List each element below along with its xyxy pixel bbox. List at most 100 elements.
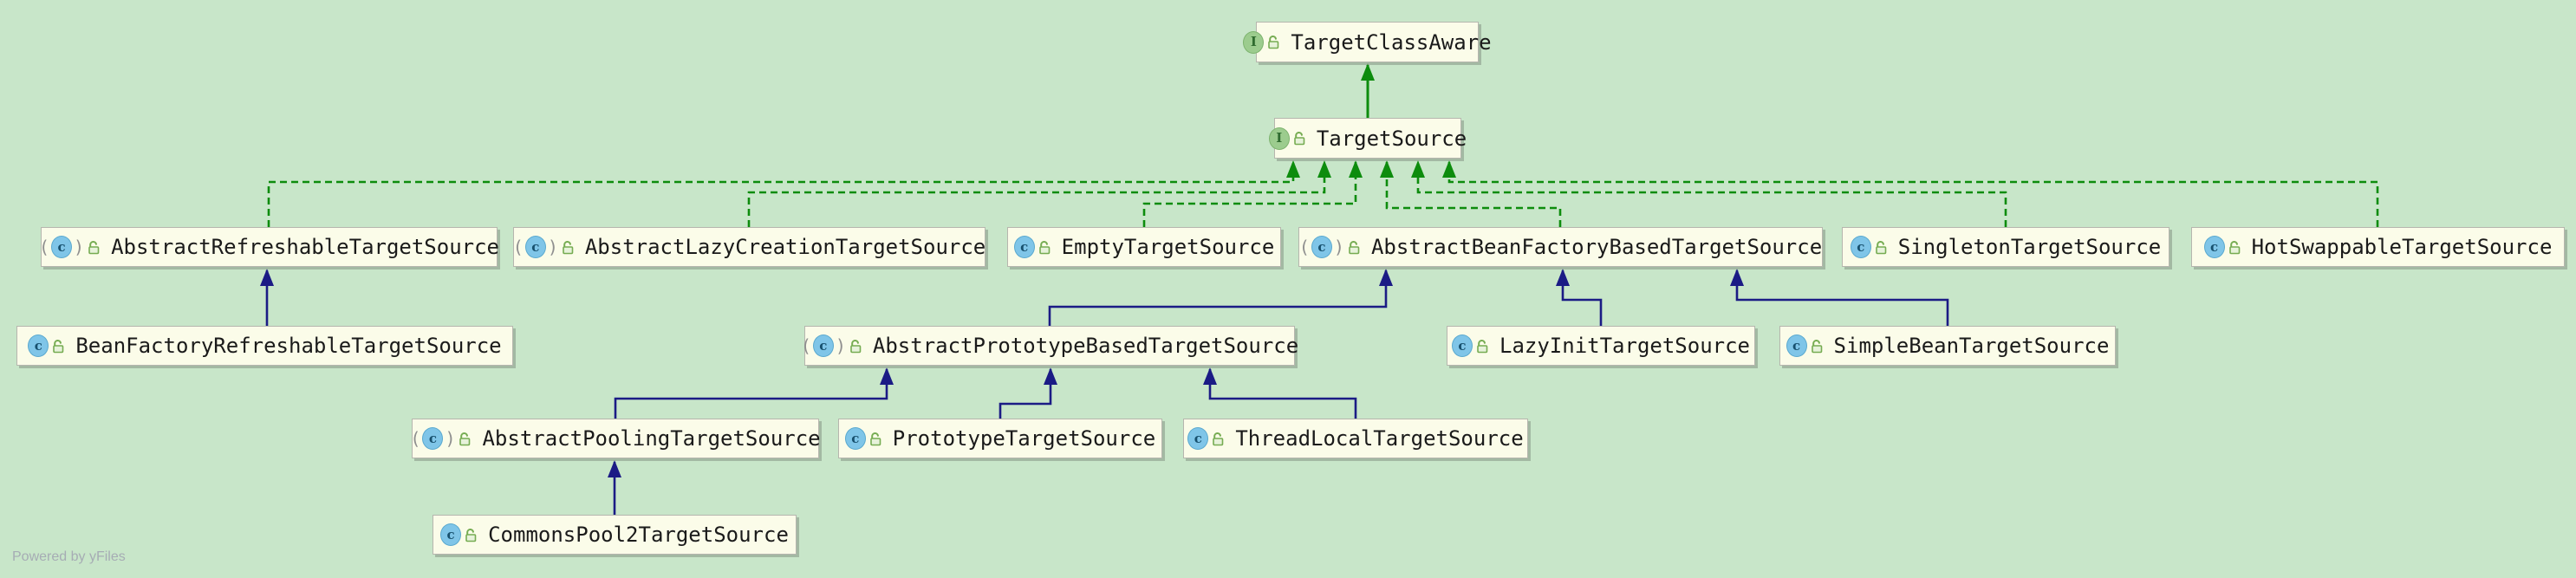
uml-node-BeanFactoryRefreshableTargetSource[interactable]: c BeanFactoryRefreshableTargetSource bbox=[16, 326, 513, 366]
node-badge: c bbox=[844, 427, 882, 450]
uml-node-CommonsPool2TargetSource[interactable]: c CommonsPool2TargetSource bbox=[433, 515, 797, 555]
edge-LazyInitTargetSource-to-AbstractBeanFactoryBasedTargetSource bbox=[1556, 269, 1603, 326]
class-icon: c bbox=[844, 427, 866, 450]
uml-node-SingletonTargetSource[interactable]: c SingletonTargetSource bbox=[1842, 227, 2169, 267]
public-lock-icon bbox=[2228, 240, 2241, 255]
abstract-close-paren: ) bbox=[1333, 237, 1344, 257]
public-lock-icon bbox=[869, 432, 882, 446]
uml-node-EmptyTargetSource[interactable]: c EmptyTargetSource bbox=[1007, 227, 1281, 267]
abstract-open-paren: ( bbox=[410, 428, 421, 449]
interface-icon: I bbox=[1268, 127, 1290, 150]
edge-ThreadLocalTargetSource-to-AbstractPrototypeBasedTargetSource bbox=[1203, 367, 1357, 419]
node-badge: c bbox=[1013, 236, 1051, 258]
abstract-open-paren: ( bbox=[512, 237, 524, 257]
class-name-label: LazyInitTargetSource bbox=[1499, 334, 1750, 358]
public-lock-icon bbox=[849, 339, 862, 354]
class-name-label: AbstractPoolingTargetSource bbox=[482, 426, 821, 451]
node-badge: c bbox=[28, 334, 65, 357]
uml-node-HotSwappableTargetSource[interactable]: c HotSwappableTargetSource bbox=[2191, 227, 2565, 267]
class-name-label: HotSwappableTargetSource bbox=[2251, 235, 2553, 259]
public-lock-icon bbox=[459, 432, 472, 446]
node-badge: I bbox=[1268, 127, 1306, 150]
edge-SingletonTargetSource-to-TargetSource bbox=[1411, 160, 2007, 227]
class-name-label: SingletonTargetSource bbox=[1897, 235, 2162, 259]
edge-AbstractRefreshableTargetSource-to-TargetSource bbox=[267, 160, 1300, 227]
abstract-close-paren: ) bbox=[835, 335, 846, 356]
edge-HotSwappableTargetSource-to-TargetSource bbox=[1442, 160, 2379, 227]
class-name-label: EmptyTargetSource bbox=[1061, 235, 1275, 259]
abstract-open-paren: ( bbox=[38, 237, 50, 257]
abstract-close-paren: ) bbox=[74, 237, 85, 257]
public-lock-icon bbox=[1875, 240, 1888, 255]
edge-SimpleBeanTargetSource-to-AbstractBeanFactoryBasedTargetSource bbox=[1730, 269, 1949, 326]
uml-node-AbstractPrototypeBasedTargetSource[interactable]: ( c ) AbstractPrototypeBasedTargetSource bbox=[801, 326, 1299, 366]
uml-node-AbstractPoolingTargetSource[interactable]: ( c ) AbstractPoolingTargetSource bbox=[410, 419, 821, 458]
node-badge: c bbox=[1187, 427, 1225, 450]
node-badge: c bbox=[1452, 334, 1489, 357]
class-icon: c bbox=[1311, 236, 1332, 258]
uml-node-AbstractRefreshableTargetSource[interactable]: ( c ) AbstractRefreshableTargetSource bbox=[39, 227, 500, 267]
public-lock-icon bbox=[52, 339, 65, 354]
class-name-label: AbstractRefreshableTargetSource bbox=[111, 235, 500, 259]
class-icon: c bbox=[1187, 427, 1209, 450]
public-lock-icon bbox=[562, 240, 575, 255]
public-lock-icon bbox=[1476, 339, 1489, 354]
class-icon: c bbox=[2203, 236, 2225, 258]
class-icon: c bbox=[1013, 236, 1035, 258]
edge-AbstractPrototypeBasedTargetSource-to-AbstractBeanFactoryBasedTargetSource bbox=[1048, 269, 1393, 326]
edge-AbstractBeanFactoryBasedTargetSource-to-TargetSource bbox=[1380, 160, 1562, 227]
class-name-label: TargetClassAware bbox=[1291, 29, 1492, 55]
node-badge: ( c ) bbox=[39, 236, 101, 258]
class-name-label: PrototypeTargetSource bbox=[892, 426, 1156, 451]
class-icon: c bbox=[1850, 236, 1871, 258]
powered-by-yfiles-label: Powered by yFiles bbox=[12, 549, 126, 564]
public-lock-icon bbox=[465, 528, 478, 542]
class-icon: c bbox=[1452, 334, 1473, 357]
node-badge: c bbox=[1786, 334, 1824, 357]
class-icon: c bbox=[422, 427, 444, 450]
node-badge: I bbox=[1243, 30, 1280, 54]
node-badge: c bbox=[440, 523, 478, 546]
abstract-close-paren: ) bbox=[445, 428, 456, 449]
node-badge: c bbox=[2203, 236, 2241, 258]
class-icon: c bbox=[812, 334, 834, 357]
abstract-close-paren: ) bbox=[547, 237, 558, 257]
class-icon: c bbox=[1786, 334, 1807, 357]
class-icon: c bbox=[524, 236, 546, 258]
public-lock-icon bbox=[1212, 432, 1225, 446]
edge-EmptyTargetSource-to-TargetSource bbox=[1142, 160, 1363, 227]
class-name-label: TargetSource bbox=[1316, 126, 1467, 151]
class-name-label: AbstractBeanFactoryBasedTargetSource bbox=[1370, 235, 1823, 259]
uml-node-TargetClassAware[interactable]: I TargetClassAware bbox=[1243, 22, 1492, 62]
public-lock-icon bbox=[1811, 339, 1824, 354]
class-icon: c bbox=[440, 523, 462, 546]
edge-AbstractPoolingTargetSource-to-AbstractPrototypeBasedTargetSource bbox=[614, 367, 894, 419]
abstract-open-paren: ( bbox=[800, 335, 811, 356]
node-badge: ( c ) bbox=[513, 236, 575, 258]
uml-node-AbstractBeanFactoryBasedTargetSource[interactable]: ( c ) AbstractBeanFactoryBasedTargetSour… bbox=[1298, 227, 1823, 267]
class-name-label: AbstractLazyCreationTargetSource bbox=[584, 235, 986, 259]
edge-AbstractLazyCreationTargetSource-to-TargetSource bbox=[747, 160, 1331, 227]
class-name-label: AbstractPrototypeBasedTargetSource bbox=[872, 334, 1299, 358]
uml-node-LazyInitTargetSource[interactable]: c LazyInitTargetSource bbox=[1447, 326, 1755, 366]
uml-node-SimpleBeanTargetSource[interactable]: c SimpleBeanTargetSource bbox=[1779, 326, 2116, 366]
uml-node-TargetSource[interactable]: I TargetSource bbox=[1268, 118, 1467, 159]
edge-PrototypeTargetSource-to-AbstractPrototypeBasedTargetSource bbox=[999, 367, 1057, 419]
class-icon: c bbox=[51, 236, 73, 258]
interface-icon: I bbox=[1243, 30, 1265, 54]
class-name-label: BeanFactoryRefreshableTargetSource bbox=[75, 334, 502, 358]
public-lock-icon bbox=[1267, 35, 1280, 49]
uml-node-ThreadLocalTargetSource[interactable]: c ThreadLocalTargetSource bbox=[1183, 419, 1528, 458]
uml-node-PrototypeTargetSource[interactable]: c PrototypeTargetSource bbox=[838, 419, 1162, 458]
uml-node-AbstractLazyCreationTargetSource[interactable]: ( c ) AbstractLazyCreationTargetSource bbox=[513, 227, 986, 267]
public-lock-icon bbox=[1293, 131, 1306, 146]
class-name-label: SimpleBeanTargetSource bbox=[1833, 334, 2110, 358]
node-badge: ( c ) bbox=[410, 427, 472, 450]
public-lock-icon bbox=[1038, 240, 1051, 255]
node-badge: ( c ) bbox=[801, 334, 862, 357]
abstract-open-paren: ( bbox=[1298, 237, 1310, 257]
public-lock-icon bbox=[88, 240, 101, 255]
node-badge: c bbox=[1850, 236, 1888, 258]
